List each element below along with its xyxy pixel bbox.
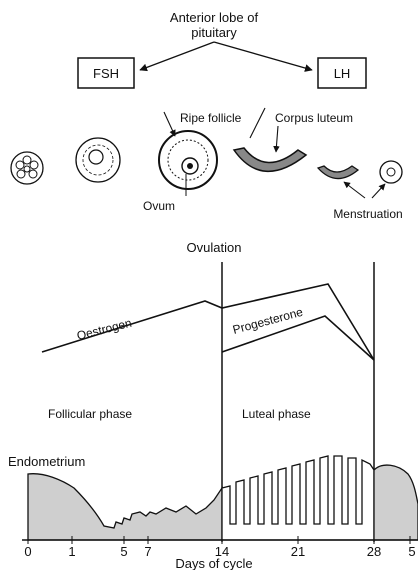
x-tick-label: 5 [408,544,415,559]
fsh-label: FSH [93,66,119,81]
ripe-follicle-label: Ripe follicle [180,111,242,125]
corpus-luteum-icon [234,148,306,171]
corpus-albicans-icon [380,161,402,183]
x-tick-label: 28 [367,544,381,559]
primordial-follicle-icon [11,152,43,184]
x-tick-label: 21 [291,544,305,559]
ovulation-label: Ovulation [187,240,242,255]
ripe-follicle-pointer [164,112,175,136]
follicular-phase-label: Follicular phase [48,407,132,421]
x-tick-label: 0 [24,544,31,559]
regressing-corpus-icon [318,166,358,179]
menstruation-label: Menstruation [333,207,402,221]
x-tick-label: 7 [144,544,151,559]
menstruation-arrow-left [344,182,365,198]
pituitary-title-line2: pituitary [191,25,237,40]
progesterone-label: Progesterone [231,305,305,337]
lh-label: LH [334,66,351,81]
growing-follicle-icon [76,138,120,182]
x-tick-label: 5 [120,544,127,559]
ovum-label: Ovum [143,199,175,213]
endometrium-layer [28,456,418,540]
pituitary-title-line1: Anterior lobe of [170,10,259,25]
ripe-follicle-icon [159,131,217,189]
corpus-luteum-label: Corpus luteum [275,111,353,125]
oestrogen-curve [42,284,374,360]
endometrium-label: Endometrium [8,454,85,469]
arrow-to-lh [214,42,312,70]
x-tick-label: 1 [68,544,75,559]
x-axis-title: Days of cycle [175,556,252,570]
corpus-luteum-pointer [276,126,278,152]
arrow-to-fsh [140,42,214,70]
menstruation-arrow-right [372,184,385,198]
oestrogen-label: Oestrogen [75,316,133,343]
luteal-phase-label: Luteal phase [242,407,311,421]
corpus-luteum-slash [250,108,265,138]
